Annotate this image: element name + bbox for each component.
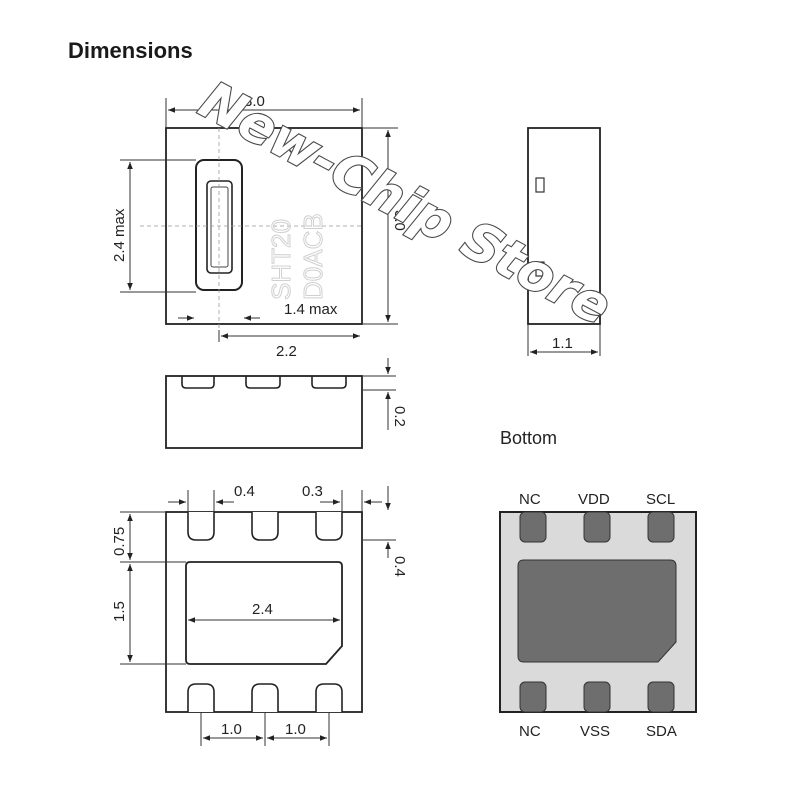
pad-height-label: 0.2 xyxy=(391,406,408,427)
offset-label: 2.2 xyxy=(276,343,297,360)
side-view: 1.1 xyxy=(527,127,601,356)
pitch-left-label: 1.0 xyxy=(221,721,242,738)
pin-label-vdd: VDD xyxy=(578,491,610,508)
watermark: New-Chip Store xyxy=(190,71,621,338)
front-view: 0.2 xyxy=(165,358,408,449)
pin-label-vss: VSS xyxy=(580,723,610,740)
top-height-label: 3.0 xyxy=(391,210,408,231)
pad-length-label: 0.4 xyxy=(391,556,408,577)
top-view: SHT20 D0ACB 3.0 3.0 2.4 max 1.4 max 2.2 xyxy=(111,93,408,360)
pad-vdd xyxy=(583,511,611,543)
pitch-right-label: 1.0 xyxy=(285,721,306,738)
front-view-outline xyxy=(165,375,363,449)
pad-nc-top xyxy=(519,511,547,543)
side-mark-1 xyxy=(535,177,545,193)
page-title: Dimensions xyxy=(68,38,193,63)
exposed-pad xyxy=(517,559,677,663)
top-width-label: 3.0 xyxy=(244,93,265,110)
pad-gap-label: 0.3 xyxy=(302,483,323,500)
sensor-window-inner xyxy=(206,180,233,274)
chip-marking-line1: SHT20 xyxy=(266,219,296,300)
pin-label-nc-top: NC xyxy=(519,491,541,508)
window-width-label: 1.4 max xyxy=(284,301,338,318)
exposed-pad-height-label: 1.5 xyxy=(111,601,128,622)
exposed-pad-outline xyxy=(185,561,343,665)
window-height-label: 2.4 max xyxy=(111,208,128,262)
sensor-window-core xyxy=(210,186,229,268)
side-thickness-label: 1.1 xyxy=(552,335,573,352)
pin-label-sda: SDA xyxy=(646,723,677,740)
pin-label-scl: SCL xyxy=(646,491,675,508)
top-margin-label: 0.75 xyxy=(111,527,128,556)
pad-scl xyxy=(647,511,675,543)
side-mark-2 xyxy=(535,261,545,277)
exposed-pad-width-label: 2.4 xyxy=(252,601,273,618)
pad-vss xyxy=(583,681,611,713)
pad-width-label: 0.4 xyxy=(234,483,255,500)
side-view-outline xyxy=(527,127,601,325)
pad-nc-bottom xyxy=(519,681,547,713)
bottom-pinout-view: Bottom NC VDD SCL NC VSS SDA xyxy=(499,428,697,740)
pin1-marker xyxy=(288,139,297,155)
chip-marking-line2: D0ACB xyxy=(298,213,328,300)
bottom-drawing: 0.4 0.3 0.4 0.75 1.5 2.4 1.0 1.0 xyxy=(111,483,408,746)
pin-label-nc-bottom: NC xyxy=(519,723,541,740)
top-view-outline xyxy=(165,127,363,325)
pad-sda xyxy=(647,681,675,713)
bottom-view-label: Bottom xyxy=(500,428,557,448)
